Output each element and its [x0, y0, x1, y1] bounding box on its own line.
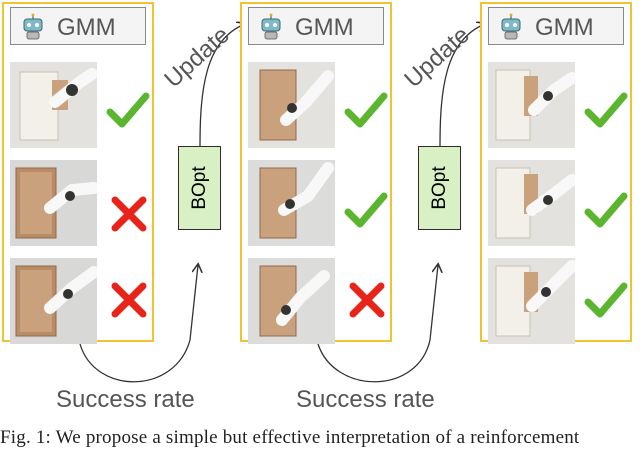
robot-photo-2 [488, 160, 575, 246]
gmm-title: GMM [535, 14, 594, 41]
robot-photo-3 [488, 258, 575, 344]
robot-icon [261, 13, 281, 40]
robot-photo-3 [10, 258, 97, 344]
robot-photo-2 [10, 160, 97, 246]
gmm-panel-3: GMM [480, 2, 632, 344]
cross-icon [111, 196, 147, 232]
check-icon [584, 282, 628, 318]
robot-photo-3 [248, 258, 335, 344]
success-rate-label-2: Success rate [296, 386, 435, 413]
success-rate-label-1: Success rate [56, 386, 195, 413]
robot-photo-1 [10, 62, 97, 148]
gmm-panel-2: GMM [240, 2, 392, 344]
gmm-header: GMM [488, 7, 624, 45]
check-icon [344, 92, 388, 128]
bopt-label: BOpt [428, 166, 450, 210]
check-icon [106, 92, 150, 128]
gmm-title: GMM [295, 14, 354, 41]
bopt-label: BOpt [188, 166, 210, 210]
robot-photo-1 [248, 62, 335, 148]
check-icon [584, 192, 628, 228]
gmm-title: GMM [57, 14, 116, 41]
gmm-header: GMM [10, 7, 146, 45]
check-icon [344, 192, 388, 228]
robot-icon [501, 13, 521, 40]
bopt-box-2: BOpt [418, 146, 461, 230]
figure-caption: Fig. 1: We propose a simple but effectiv… [0, 427, 580, 448]
gmm-header: GMM [248, 7, 384, 45]
robot-icon [23, 13, 43, 40]
cross-icon [349, 282, 385, 318]
cross-icon [111, 282, 147, 318]
gmm-panel-1: GMM [2, 2, 154, 344]
bopt-box-1: BOpt [178, 146, 221, 230]
robot-photo-2 [248, 160, 335, 246]
check-icon [584, 92, 628, 128]
robot-photo-1 [488, 62, 575, 148]
